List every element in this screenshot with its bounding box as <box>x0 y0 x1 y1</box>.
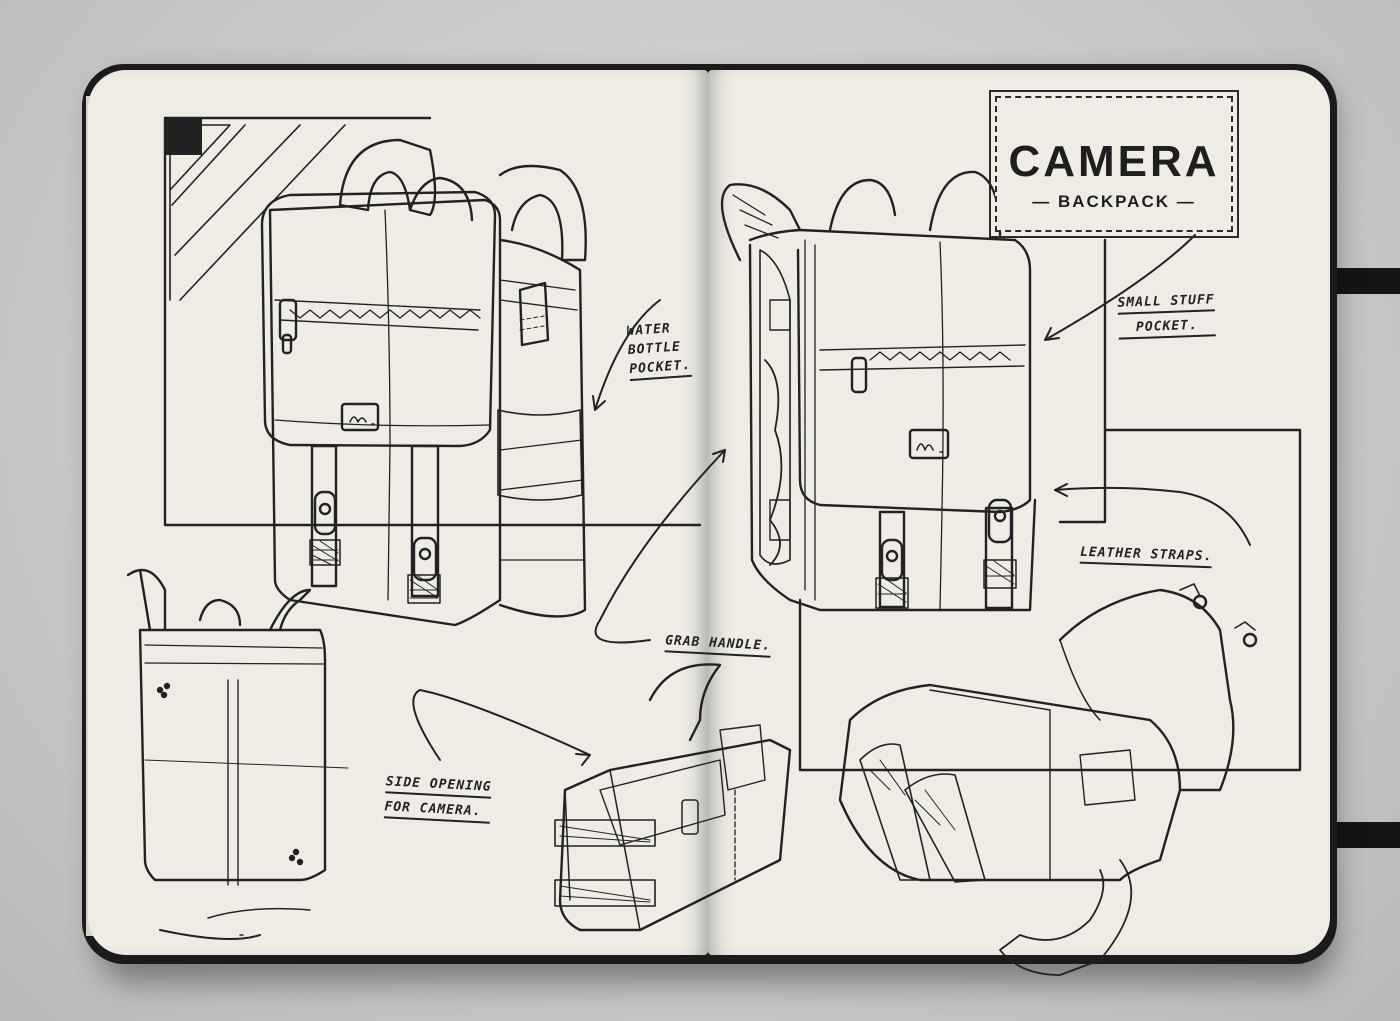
label-water-line-3: POCKET. <box>628 355 692 382</box>
backpack-back-view <box>126 568 349 936</box>
annotation-arrows <box>159 234 1251 940</box>
label-small-line-1: SMALL STUFF <box>1117 290 1215 315</box>
backpack-front-left-view <box>260 138 587 627</box>
background-frame-right <box>798 238 1302 772</box>
label-side-opening: SIDE OPENING FOR CAMERA. <box>383 772 493 824</box>
label-water-bottle-pocket: WATER BOTTLE POCKET. <box>626 318 692 382</box>
left-page <box>88 70 708 955</box>
bag-open-lid-view <box>838 583 1258 976</box>
sign-title: CAMERA <box>1008 137 1220 186</box>
camera-insert-sketch <box>554 663 792 932</box>
label-side-line-1: SIDE OPENING <box>385 772 493 799</box>
camera-backpack-sign: CAMERA BACKPACK <box>989 90 1239 238</box>
background-frame-left <box>163 116 702 527</box>
label-small-stuff-pocket: SMALL STUFF POCKET. <box>1117 290 1216 340</box>
label-water-line-2: BOTTLE <box>627 339 682 359</box>
label-water-line-1: WATER <box>626 321 672 340</box>
sign-subtitle: BACKPACK <box>997 192 1231 212</box>
label-small-line-2: POCKET. <box>1118 315 1216 340</box>
backpack-front-right-view <box>720 170 1037 612</box>
